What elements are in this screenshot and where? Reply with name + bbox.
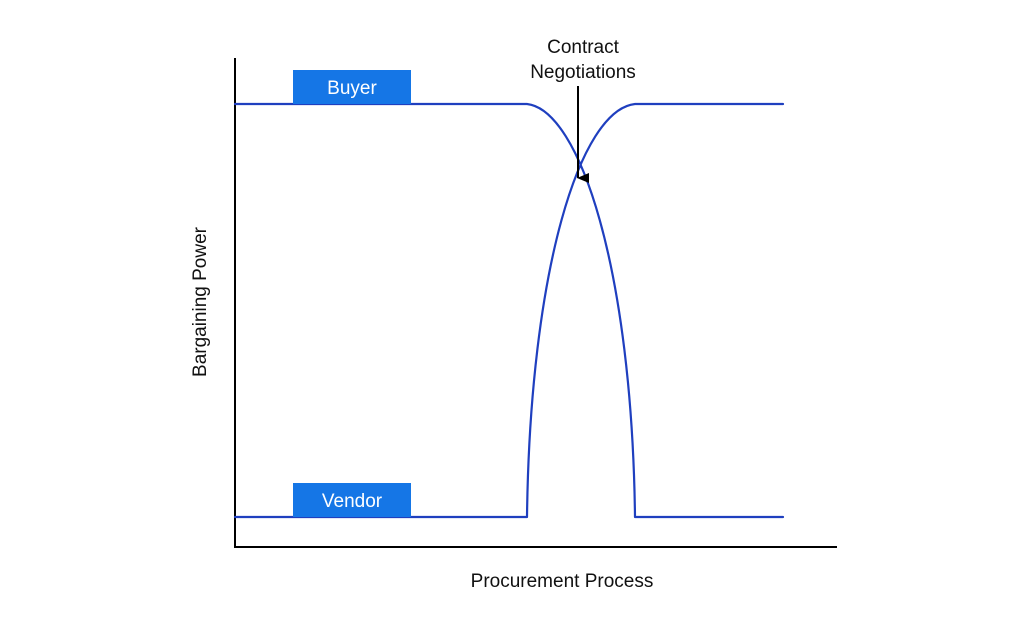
vendor-power-curve — [233, 102, 785, 519]
buyer-power-curve — [233, 102, 785, 519]
vendor-tag-text: Vendor — [322, 491, 383, 512]
vendor-label-tag: Vendor — [293, 483, 411, 517]
x-axis-title: Procurement Process — [471, 571, 654, 592]
y-axis-title: Bargaining Power — [190, 226, 211, 377]
annotation-line-1: Contract — [547, 37, 620, 58]
annotation-line-2: Negotiations — [530, 62, 636, 83]
vendor-tag-box — [293, 483, 411, 517]
buyer-tag-box — [293, 70, 411, 104]
buyer-label-tag: Buyer — [293, 70, 411, 104]
contract-negotiations-annotation: Contract Negotiations — [530, 37, 636, 183]
buyer-tag-text: Buyer — [327, 78, 377, 99]
